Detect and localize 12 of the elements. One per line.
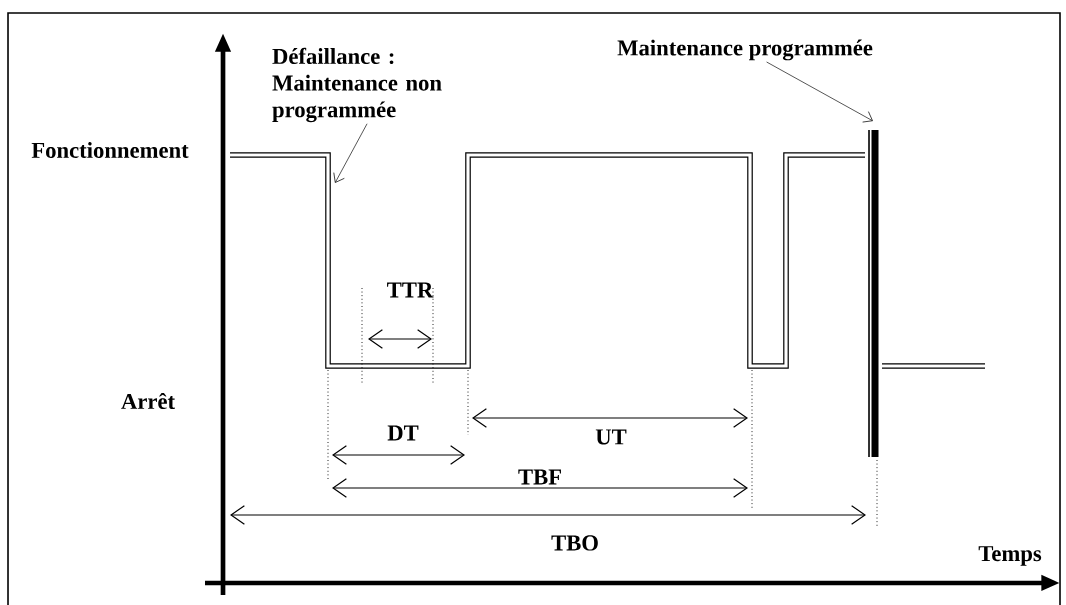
axis-label: Arrêt bbox=[121, 392, 175, 410]
annotation-text: Maintenance programmée bbox=[617, 39, 873, 61]
dimension-label: UT bbox=[595, 429, 627, 445]
dimension-label: TBO bbox=[551, 535, 598, 551]
dimension-label: TTR bbox=[387, 282, 434, 298]
annotation-text: Défaillance : Maintenance non programmée bbox=[272, 47, 442, 123]
dimension-label: DT bbox=[387, 425, 419, 441]
axis-label: Fonctionnement bbox=[31, 142, 189, 158]
leader-line bbox=[333, 123, 368, 183]
dimension-label: TBF bbox=[518, 469, 561, 485]
leader-line bbox=[766, 61, 873, 123]
axis-label: Temps bbox=[978, 546, 1042, 566]
